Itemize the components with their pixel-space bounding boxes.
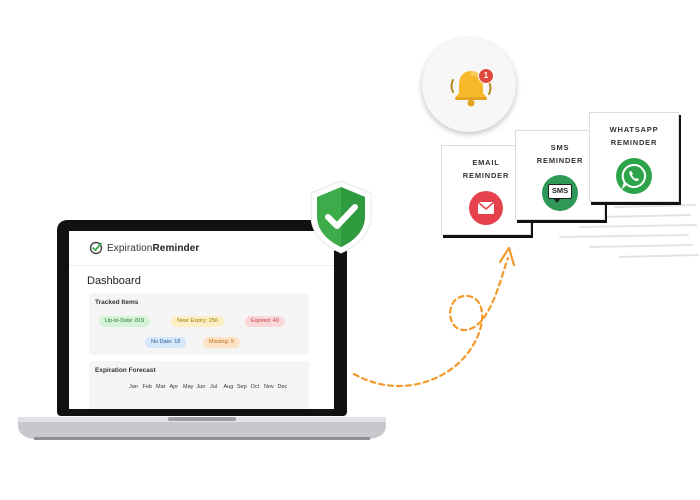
month-label: Nov — [264, 384, 274, 390]
notification-count-badge: 1 — [478, 68, 494, 84]
month-label: Feb — [142, 384, 152, 390]
status-badge-near-expiry[interactable]: Near Expiry: 256 — [171, 316, 224, 327]
month-label: Apr — [169, 384, 179, 390]
month-label: Sep — [237, 384, 247, 390]
sms-card-label-2: REMINDER — [536, 156, 584, 165]
email-icon — [469, 191, 503, 225]
laptop-screen: ExpirationReminder Dashboard Tracked Ite… — [69, 231, 334, 409]
logo-check-icon — [89, 241, 103, 255]
notification-count: 1 — [483, 71, 489, 80]
month-label: Jan — [129, 384, 138, 390]
forecast-month-labels: Jan Feb Mar Apr May Jun Jul Aug Sep Oct … — [129, 384, 291, 390]
laptop-base — [18, 417, 386, 440]
sms-icon: SMS — [542, 175, 578, 211]
status-badge-missing[interactable]: Missing: 9 — [203, 337, 240, 348]
email-card-label-2: REMINDER — [462, 171, 510, 180]
sms-icon-text: SMS — [548, 184, 572, 199]
month-label: Dec — [277, 384, 288, 390]
month-label: Jul — [210, 384, 218, 390]
email-card-label-1: EMAIL — [472, 158, 500, 167]
tracked-items-title: Tracked Items — [95, 299, 139, 306]
status-badge-expired[interactable]: Expired: 40 — [245, 316, 285, 327]
month-label: Mar — [156, 384, 166, 390]
whatsapp-card-label-2: REMINDER — [610, 138, 658, 147]
whatsapp-card-label-1: WHATSAPP — [609, 125, 659, 134]
month-label: Jun — [196, 384, 206, 390]
speed-lines — [559, 204, 699, 258]
expiration-forecast-title: Expiration Forecast — [95, 367, 156, 374]
month-label: Aug — [223, 384, 234, 390]
whatsapp-icon — [616, 158, 652, 194]
app-header: ExpirationReminder — [69, 231, 334, 266]
app-logo: ExpirationReminder — [107, 242, 200, 254]
page-title: Dashboard — [87, 275, 141, 287]
security-shield-icon — [310, 180, 372, 254]
expiration-forecast-panel — [89, 361, 309, 409]
status-badge-up-to-date[interactable]: Up-to-Date: 819 — [99, 316, 151, 327]
whatsapp-reminder-card[interactable]: WHATSAPP REMINDER — [589, 112, 679, 202]
sms-card-label-1: SMS — [550, 143, 570, 152]
status-badge-no-date[interactable]: No Date: 18 — [145, 337, 187, 348]
month-label: May — [183, 384, 194, 390]
month-label: Oct — [250, 384, 260, 390]
flow-arrow-path — [352, 246, 516, 388]
